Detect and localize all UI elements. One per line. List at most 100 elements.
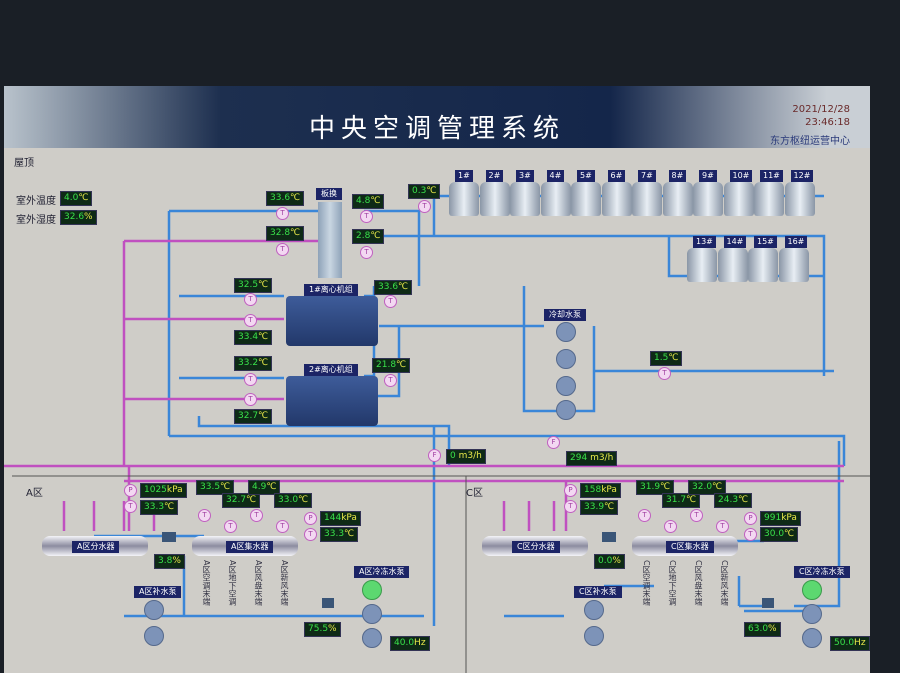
cooling-tower-6[interactable] <box>601 182 632 216</box>
tower-label: 14# <box>723 236 747 248</box>
phe-in-top: 33.6℃ <box>266 191 305 206</box>
cooling-tower-4[interactable] <box>540 182 571 216</box>
temp-sensor-icon: T <box>664 520 677 533</box>
temp-sensor-icon: T <box>244 293 257 306</box>
cooling-tower-12[interactable] <box>784 182 815 216</box>
outdoor-temp-label: 室外温度 <box>16 196 56 207</box>
temp-sensor-icon: T <box>304 528 317 541</box>
temp-sensor-icon: T <box>250 509 263 522</box>
site-name: 东方枢纽运营中心 <box>770 136 850 147</box>
pressure-sensor-icon: P <box>304 512 317 525</box>
cooling-pump-label: 冷却水泵 <box>544 309 586 321</box>
pressure-sensor-icon: P <box>124 484 137 497</box>
valve-icon[interactable] <box>322 598 334 608</box>
makeup-pump-1[interactable] <box>584 600 604 620</box>
branch-label: C区地下空调 <box>668 560 677 606</box>
cooling-pump-2[interactable] <box>556 349 576 369</box>
supply-pressure: 158kPa <box>580 483 621 498</box>
temp-sensor-icon: T <box>418 200 431 213</box>
chilled-pump-3[interactable] <box>802 628 822 648</box>
chiller1-in-bot: 33.4℃ <box>234 330 273 345</box>
cooling-tower-1[interactable] <box>449 182 479 216</box>
tower-label: 4# <box>546 170 565 182</box>
chilled-pump-1[interactable] <box>802 580 822 600</box>
zone-label: C区 <box>466 488 483 499</box>
collector-label: A区集水器 <box>226 541 274 553</box>
cooling-tower-10[interactable] <box>723 182 754 216</box>
temp-sensor-icon: T <box>384 295 397 308</box>
time: 23:46:18 <box>805 117 850 128</box>
tower-label: 1# <box>455 170 473 182</box>
cooling-tower-3[interactable] <box>510 182 540 216</box>
flow-2: 294 m3/h <box>566 451 618 466</box>
temp-sensor-icon: T <box>716 520 729 533</box>
pump-valve-opening: 75.5% <box>304 622 341 637</box>
chilled-pump-1[interactable] <box>362 580 382 600</box>
temp-sensor-icon: T <box>124 500 137 513</box>
tower-label: 12# <box>790 170 814 182</box>
cooling-pump-1[interactable] <box>556 322 576 342</box>
valve-icon[interactable] <box>162 532 176 542</box>
supply-temp: 33.3℃ <box>140 500 179 515</box>
valve-opening: 3.8% <box>154 554 185 569</box>
chiller2-in-top: 33.2℃ <box>234 356 273 371</box>
chilled-pump-2[interactable] <box>802 604 822 624</box>
cooling-tower-14[interactable] <box>717 248 748 282</box>
flow-sensor-icon: F <box>547 436 560 449</box>
makeup-pump-2[interactable] <box>144 626 164 646</box>
temp-sensor-icon: T <box>360 246 373 259</box>
cooling-pump-4[interactable] <box>556 400 576 420</box>
branch-temp: 4.9℃ <box>248 480 281 495</box>
flow-1: 0 m3/h <box>446 449 486 464</box>
temp-sensor-icon: T <box>658 367 671 380</box>
tower-label: 2# <box>485 170 504 182</box>
makeup-pump-2[interactable] <box>584 626 604 646</box>
phe-out-bot: 2.8℃ <box>352 229 385 244</box>
cooling-tower-9[interactable] <box>693 182 723 216</box>
chilled-pump-3[interactable] <box>362 628 382 648</box>
branch-temp: 31.7℃ <box>662 493 701 508</box>
page-title: 中央空调管理系统 <box>309 114 566 144</box>
branch-temp: 32.0℃ <box>688 480 727 495</box>
cooling-tower-7[interactable] <box>632 182 662 216</box>
return-temp: 33.3℃ <box>320 527 359 542</box>
temp-sensor-icon: T <box>360 210 373 223</box>
cooling-tower-2[interactable] <box>479 182 510 216</box>
branch-label: A区空调末端 <box>202 560 211 606</box>
tower-label: 11# <box>760 170 783 182</box>
tower-label: 6# <box>607 170 626 182</box>
chiller-2[interactable] <box>286 376 378 426</box>
valve-icon[interactable] <box>762 598 774 608</box>
chiller-1[interactable] <box>286 296 378 346</box>
cooling-tower-16[interactable] <box>778 248 809 282</box>
phe-out-top: 4.8℃ <box>352 194 385 209</box>
branch-label: A区风盘末端 <box>254 560 263 606</box>
header-bar <box>4 86 870 148</box>
tower-label: 10# <box>729 170 753 182</box>
cooling-tower-5[interactable] <box>571 182 601 216</box>
chiller-1-label: 1#离心机组 <box>304 284 358 296</box>
outdoor-temp-value: 4.0℃ <box>60 191 93 206</box>
cooling-tower-13[interactable] <box>687 248 717 282</box>
pump-valve-opening: 63.0% <box>744 622 781 637</box>
valve-icon[interactable] <box>602 532 616 542</box>
makeup-pump-label: A区补水泵 <box>134 586 182 598</box>
pressure-sensor-icon: P <box>564 484 577 497</box>
return-temp: 1.5℃ <box>650 351 683 366</box>
cooling-tower-8[interactable] <box>662 182 693 216</box>
phe-label: 板换 <box>316 188 342 200</box>
chiller2-in-bot: 32.7℃ <box>234 409 273 424</box>
cooling-pump-3[interactable] <box>556 376 576 396</box>
tower-label: 8# <box>668 170 687 182</box>
chilled-pump-label: A区冷冻水泵 <box>354 566 410 578</box>
chilled-pump-2[interactable] <box>362 604 382 624</box>
distributor-label: A区分水器 <box>72 541 120 553</box>
tower-label: 15# <box>754 236 777 248</box>
cooling-tower-15[interactable] <box>748 248 778 282</box>
return-pressure: 144kPa <box>320 511 361 526</box>
tower-label: 13# <box>693 236 716 248</box>
cooling-tower-11[interactable] <box>754 182 784 216</box>
pump-frequency: 40.0Hz <box>390 636 430 651</box>
makeup-pump-1[interactable] <box>144 600 164 620</box>
section-roof: 屋顶 <box>14 158 34 169</box>
